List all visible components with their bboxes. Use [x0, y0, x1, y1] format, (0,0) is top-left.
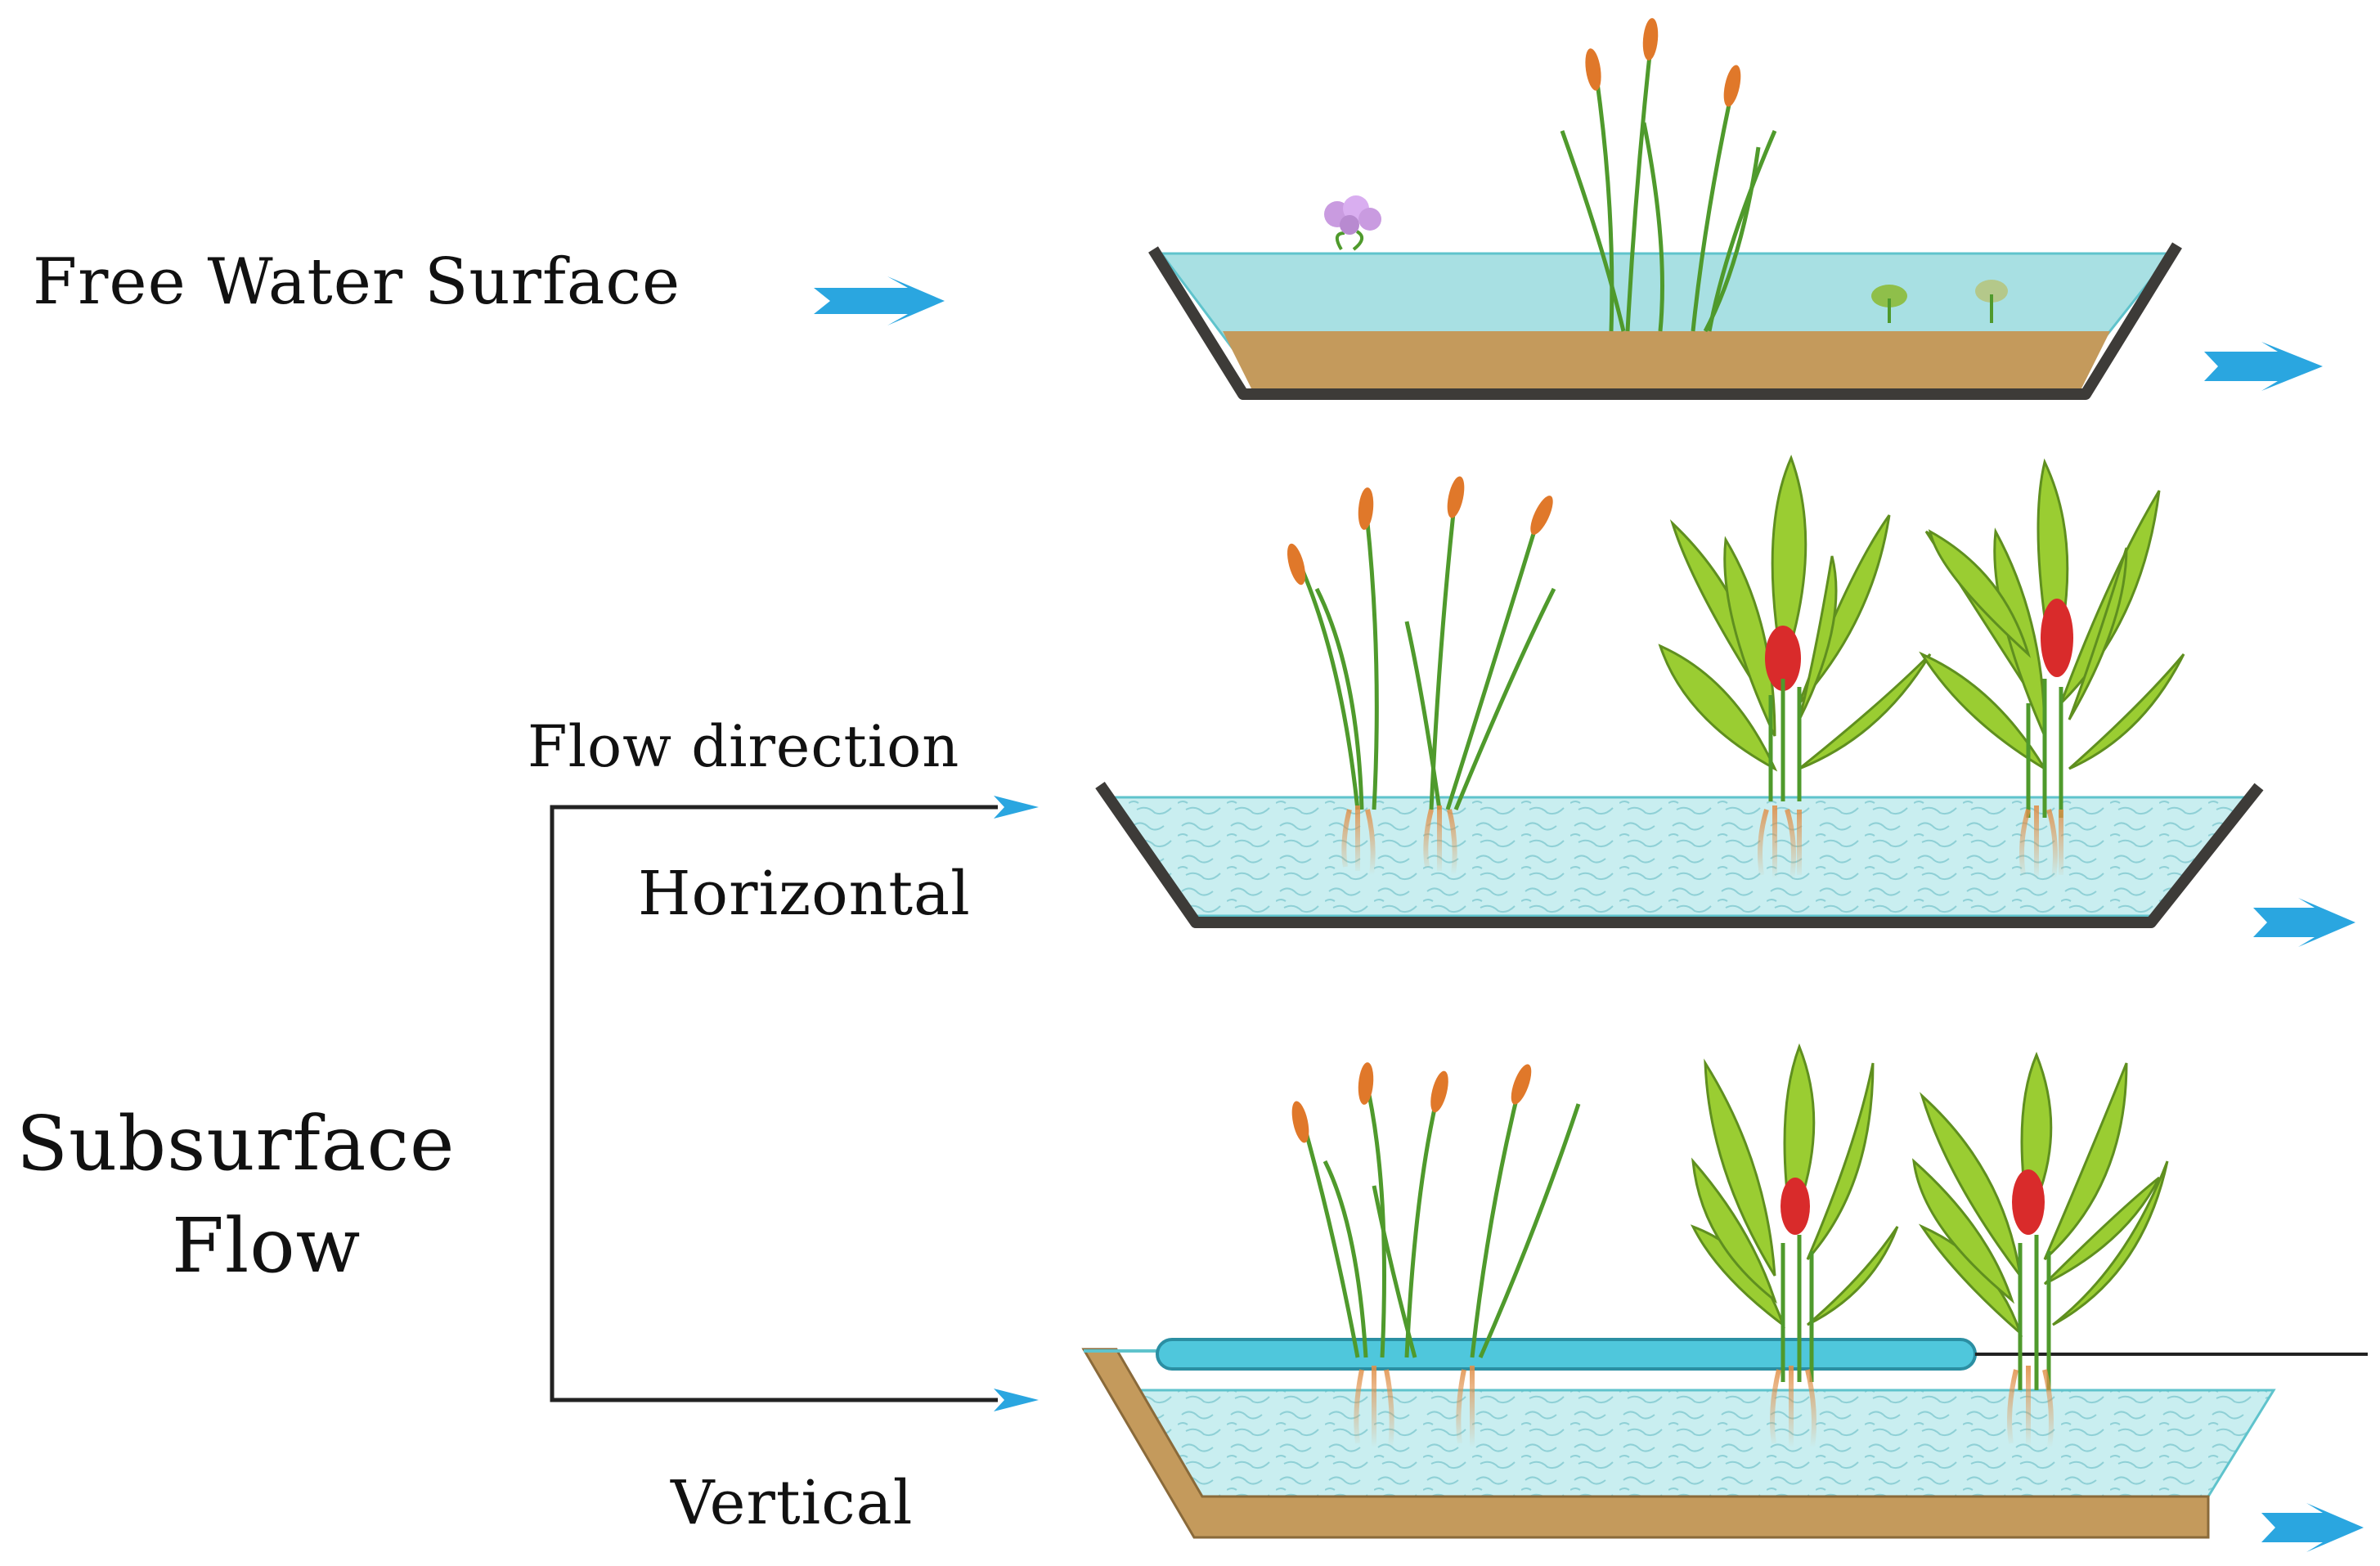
horizontal-roots-icon — [1341, 805, 2063, 880]
horizontal-gravel-bed — [1106, 796, 2252, 918]
fws-soil — [1223, 331, 2110, 388]
vertical-label: Vertical — [671, 1468, 914, 1538]
subsurface-flow-label-line2: Flow — [172, 1202, 361, 1290]
horizontal-reed-heads-icon — [1287, 476, 1553, 586]
fws-wall — [1148, 242, 2182, 400]
fws-outflow-arrow-icon — [2204, 342, 2323, 391]
horizontal-wall — [1095, 781, 2264, 928]
vertical-gravel-bed — [1118, 1389, 2276, 1498]
fws-reed-heads-icon — [1585, 18, 1741, 107]
vertical-broadleaf-plant-icon — [1690, 1043, 1899, 1382]
horizontal-inflow-arrow-icon — [994, 796, 1039, 819]
distribution-pipe-icon — [1156, 1338, 1977, 1371]
free-water-surface-label: Free Water Surface — [33, 245, 681, 319]
flow-direction-label: Flow direction — [528, 713, 960, 780]
horizontal-flow-basin — [1095, 454, 2355, 947]
floating-flower-icon — [1324, 195, 1381, 251]
fws-reeds-icon — [1560, 32, 1777, 333]
vertical-inflow-arrow-icon — [994, 1389, 1039, 1411]
fws-inflow-arrow-icon — [814, 276, 945, 325]
vertical-reed-heads-icon — [1291, 1062, 1532, 1143]
vertical-flow-basin — [1081, 1043, 2368, 1552]
subsurface-flow-label-line1: Subsurface — [16, 1100, 456, 1187]
vertical-broadleaf-plant-icon — [1912, 1052, 2169, 1390]
bracket-line — [550, 805, 998, 1402]
floating-plant-icon — [1871, 280, 2008, 323]
horizontal-label: Horizontal — [638, 859, 971, 929]
vertical-roots-icon — [1354, 1366, 2054, 1448]
horizontal-broadleaf-plant-icon — [1658, 454, 1932, 801]
vertical-reeds-icon — [1298, 1079, 1581, 1359]
horizontal-reeds-icon — [1294, 490, 1556, 810]
free-water-surface-basin — [814, 18, 2323, 400]
horizontal-outflow-arrow-icon — [2253, 898, 2355, 947]
vertical-outflow-arrow-icon — [2261, 1503, 2364, 1552]
horizontal-broadleaf-plant-icon — [1919, 458, 2185, 818]
flow-direction-bracket — [550, 796, 1039, 1411]
